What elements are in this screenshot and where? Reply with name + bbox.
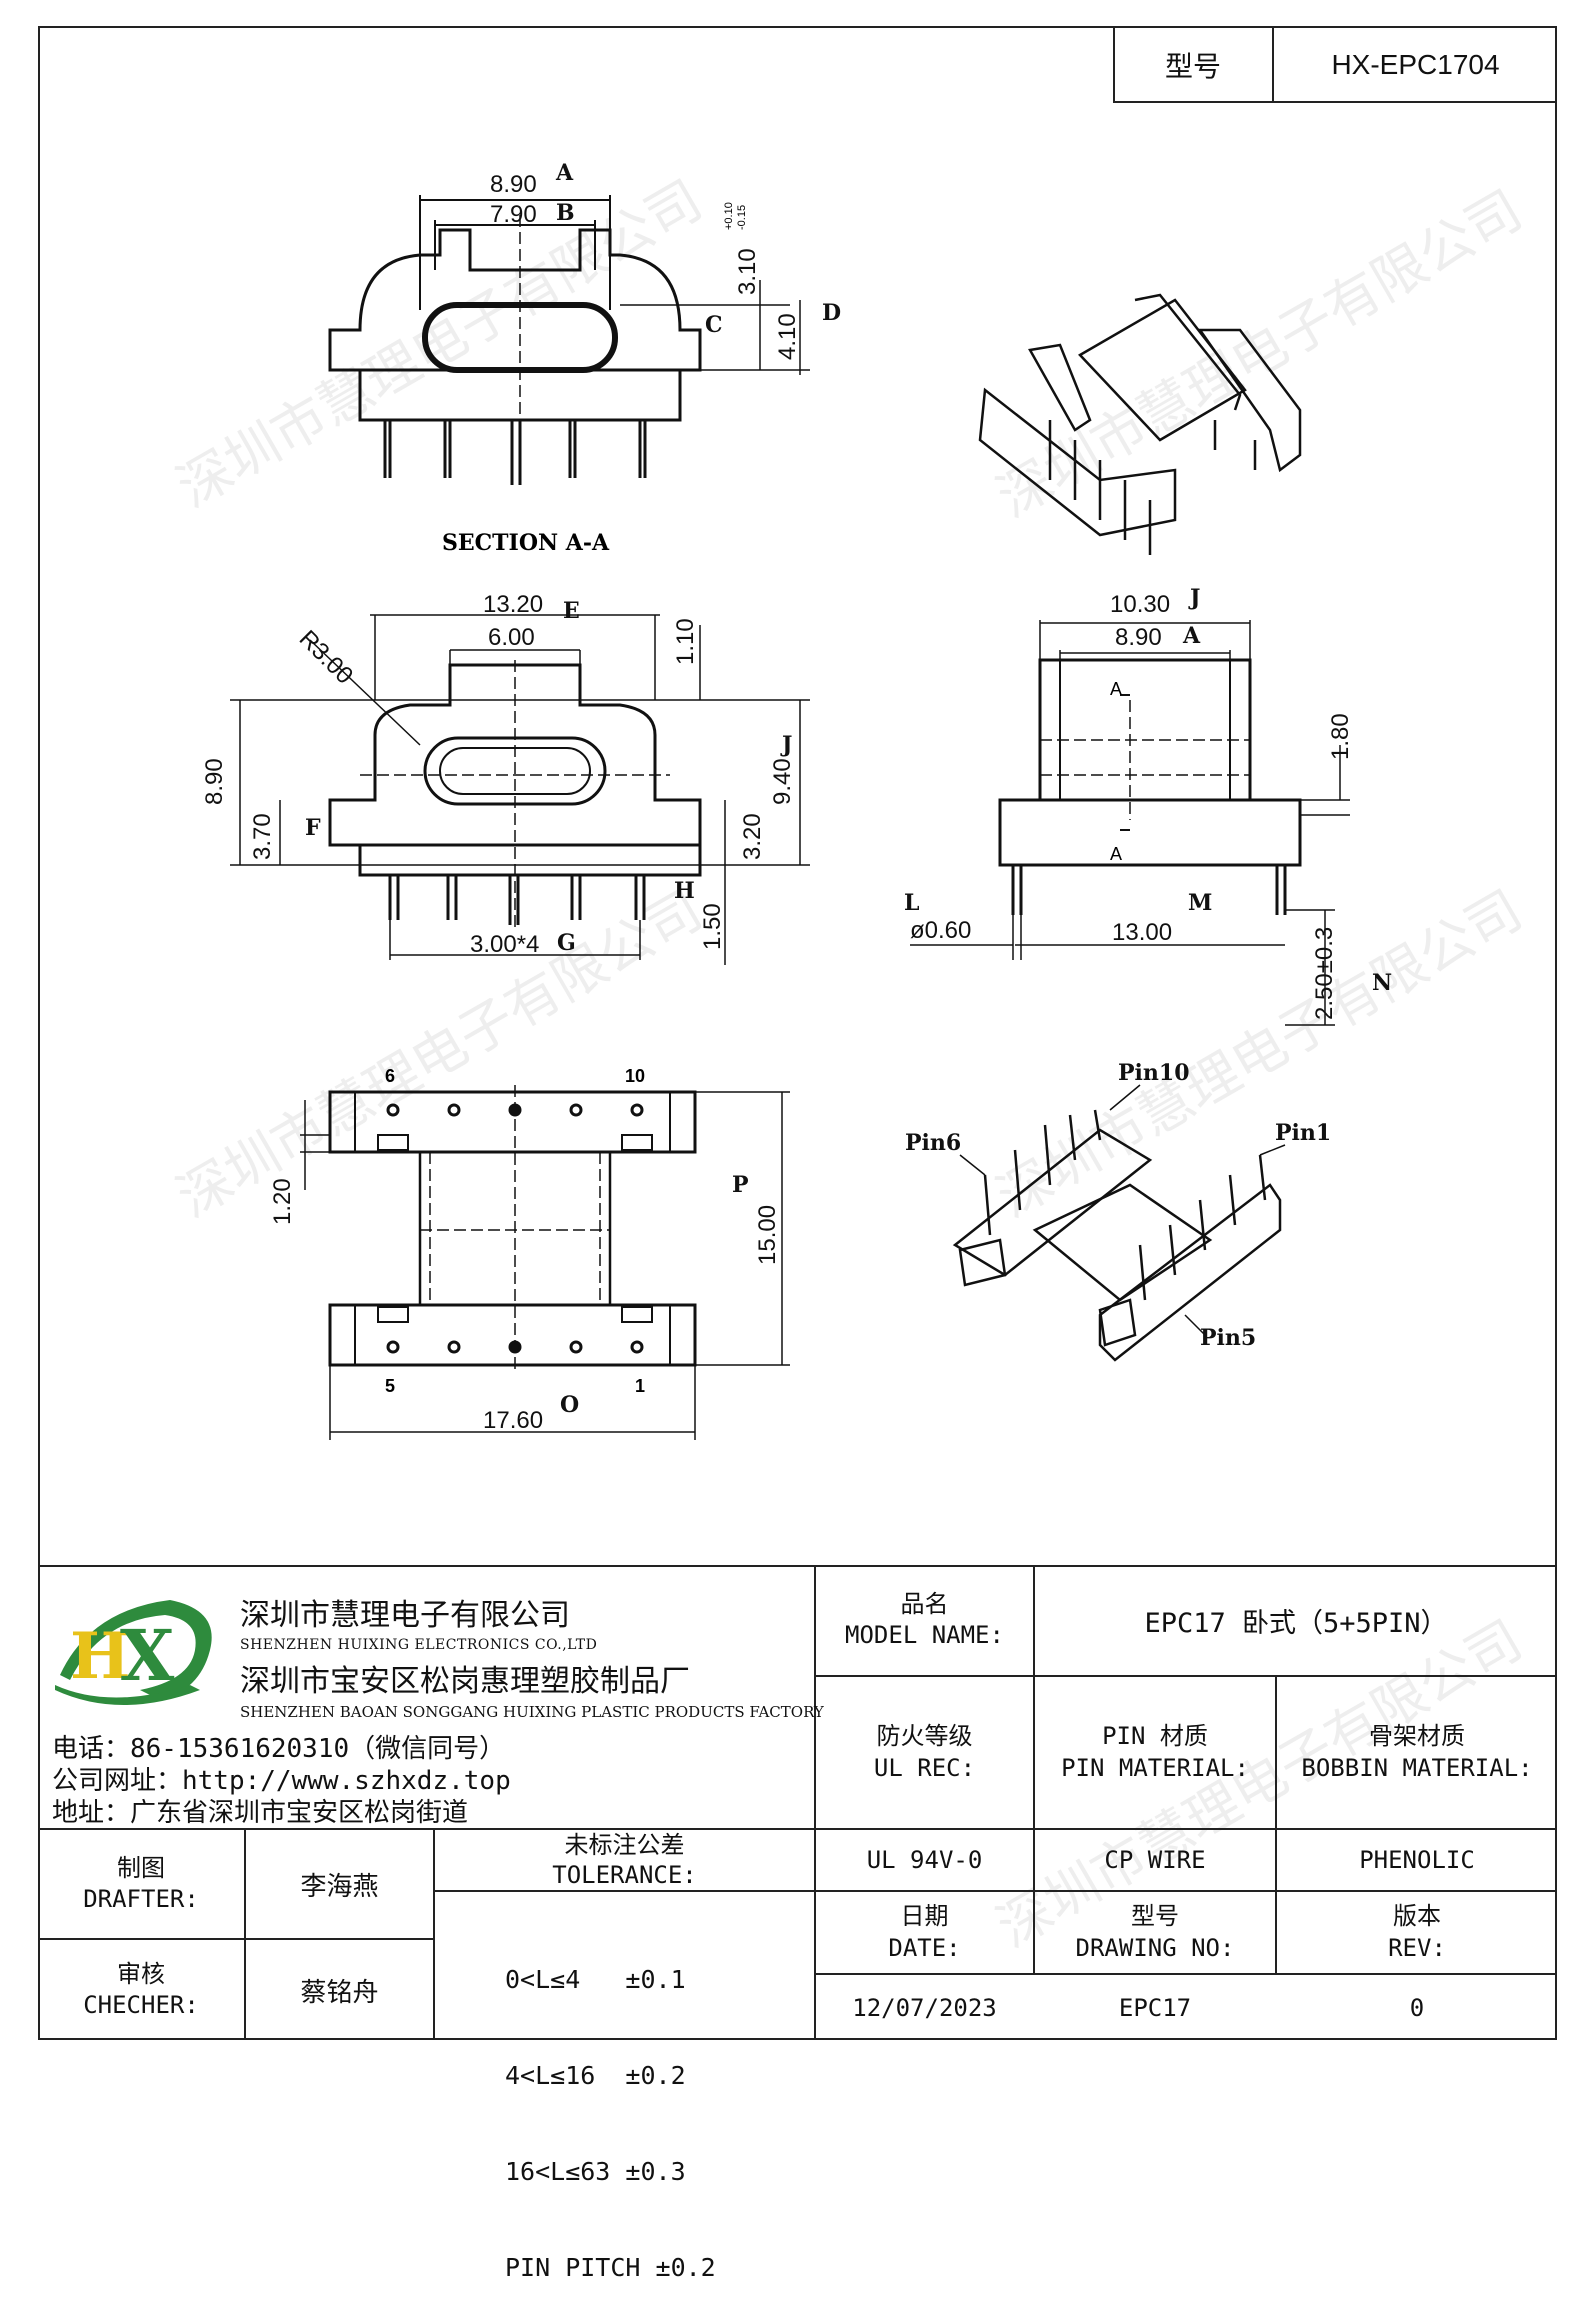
title-block xyxy=(38,1565,1557,2040)
technical-drawing: 8.90 A 7.90 B 3.10 +0.10 -0.15 C 4.10 D … xyxy=(201,160,1392,1440)
section-label: SECTION A-A xyxy=(442,530,610,556)
dim-tag: J xyxy=(780,732,792,758)
isometric-view-bottom xyxy=(952,1084,1286,1362)
pin-label: Pin6 xyxy=(905,1130,961,1156)
pin-number: 10 xyxy=(625,1066,645,1086)
section-view xyxy=(328,195,810,485)
tolerance-row: PIN PITCH ±0.2 xyxy=(505,2253,716,2282)
pin-number: 1 xyxy=(635,1376,645,1396)
dim-text: 6.00 xyxy=(488,624,535,651)
dim-text: 2.50±0.3 xyxy=(1311,927,1338,1020)
tolerance-row: 4<L≤16 ±0.2 xyxy=(505,2061,686,2090)
header-model-value: HX-EPC1704 xyxy=(1331,48,1500,80)
dim-text: 3.20 xyxy=(739,813,766,860)
side-view xyxy=(910,620,1350,1026)
company-name-cn: 深圳市慧理电子有限公司 xyxy=(240,1598,570,1633)
dim-text: 3.10 xyxy=(734,248,761,295)
tolerance-row: 0<L≤4 ±0.1 xyxy=(505,1965,686,1994)
dim-tag: J xyxy=(1188,585,1200,611)
dim-text: 8.90 xyxy=(490,171,537,198)
dim-text: 1.50 xyxy=(699,903,726,950)
dim-text: ø0.60 xyxy=(910,917,971,944)
dim-tag: E xyxy=(563,598,580,624)
dim-tag: L xyxy=(904,890,919,916)
dim-tag: B xyxy=(556,200,575,226)
dim-tag: F xyxy=(305,815,321,841)
dim-tag: M xyxy=(1188,890,1212,916)
pin-label: Pin1 xyxy=(1275,1120,1331,1146)
dim-text: 17.60 xyxy=(483,1407,543,1434)
company-logo: H X xyxy=(55,1600,212,1705)
ul-rec-label: 防火等级 UL REC: xyxy=(873,1722,976,1782)
dim-tag: A xyxy=(1182,623,1201,649)
section-mark: A xyxy=(1110,844,1122,864)
dim-text: 1.20 xyxy=(269,1178,296,1225)
section-mark: A xyxy=(1110,679,1122,699)
dim-tag: H xyxy=(674,878,695,904)
drawing-frame xyxy=(38,26,1557,2040)
company-address: 地址：广东省深圳市宝安区松岗街道 xyxy=(52,1798,469,1828)
drafter-name: 李海燕 xyxy=(300,1871,379,1902)
pin-label: Pin10 xyxy=(1118,1060,1190,1086)
drawing-no-label: 型号 DRAWING NO: xyxy=(1075,1902,1235,1962)
pin-number: 5 xyxy=(385,1376,395,1396)
checker-name: 蔡铭舟 xyxy=(300,1977,379,2008)
bobbin-material-label: 骨架材质 BOBBIN MATERIAL: xyxy=(1301,1722,1533,1782)
revision-label: 版本 REV: xyxy=(1388,1902,1446,1962)
dim-text: 1.80 xyxy=(1327,713,1354,760)
drawing-no-value: EPC17 xyxy=(1118,1993,1192,2022)
dim-text: R3.00 xyxy=(294,625,358,689)
revision-value: 0 xyxy=(1409,1993,1425,2022)
pin-material-value: CP WIRE xyxy=(1104,1846,1206,1874)
dim-text: 13.20 xyxy=(483,591,543,618)
bobbin-material-value: PHENOLIC xyxy=(1359,1846,1475,1874)
dim-text: 15.00 xyxy=(754,1205,781,1265)
dim-text: 7.90 xyxy=(490,201,537,228)
checker-label: 审核 CHECHER: xyxy=(83,1959,199,2019)
dim-text: 3.70 xyxy=(249,813,276,860)
tolerance-label: 未标注公差 TOLERANCE: xyxy=(552,1831,697,1889)
dim-text: 3.00*4 xyxy=(470,931,539,958)
dim-text: 9.40 xyxy=(769,758,796,805)
logo-x-letter: X xyxy=(120,1614,175,1697)
dim-text: 8.90 xyxy=(201,758,228,805)
tolerance-row: 16<L≤63 ±0.3 xyxy=(505,2157,686,2186)
bottom-view xyxy=(300,1085,790,1440)
header-model-label: 型号 xyxy=(1164,49,1221,83)
dim-text: 13.00 xyxy=(1112,919,1172,946)
dim-tag: C xyxy=(705,312,723,338)
dim-tol: -0.15 xyxy=(736,205,748,230)
dim-tag: P xyxy=(732,1172,749,1198)
dim-tag: D xyxy=(822,300,841,326)
factory-name-en: SHENZHEN BAOAN SONGGANG HUIXING PLASTIC … xyxy=(240,1703,824,1721)
date-value: 12/07/2023 xyxy=(852,1993,997,2022)
ul-rec-value: UL 94V-0 xyxy=(866,1846,983,1874)
dim-text: 8.90 xyxy=(1115,624,1162,651)
dim-tag: A xyxy=(555,160,574,186)
model-name-value: EPC17 卧式（5+5PIN） xyxy=(1144,1607,1448,1639)
company-website: 公司网址：http://www.szhxdz.top xyxy=(52,1766,511,1796)
drafter-label: 制图 DRAFTER: xyxy=(83,1853,199,1913)
company-name-en: SHENZHEN HUIXING ELECTRONICS CO.,LTD xyxy=(240,1637,598,1653)
dim-tag: G xyxy=(557,930,576,956)
front-view xyxy=(230,614,810,965)
dim-text: 1.10 xyxy=(672,618,699,665)
date-label: 日期 DATE: xyxy=(888,1902,961,1962)
pin-number: 6 xyxy=(385,1066,395,1086)
dim-text: 4.10 xyxy=(774,313,801,360)
dim-tol: +0.10 xyxy=(723,202,735,230)
model-name-label: 品名 MODEL NAME: xyxy=(845,1589,1004,1649)
dim-tag: O xyxy=(560,1392,579,1418)
header-model-box xyxy=(1113,26,1557,103)
tolerance-table: 0<L≤4 ±0.1 4<L≤16 ±0.2 16<L≤63 ±0.3 PIN … xyxy=(505,1900,716,2316)
logo-h-letter: H xyxy=(70,1619,130,1694)
pin-label: Pin5 xyxy=(1200,1325,1256,1351)
isometric-view-top xyxy=(978,293,1302,555)
company-phone: 电话：86-15361620310（微信同号） xyxy=(52,1734,506,1764)
pin-material-label: PIN 材质 PIN MATERIAL: xyxy=(1061,1722,1249,1782)
factory-name-cn: 深圳市宝安区松岗惠理塑胶制品厂 xyxy=(240,1664,690,1699)
dim-tag: N xyxy=(1372,970,1392,996)
dim-text: 10.30 xyxy=(1110,591,1170,618)
